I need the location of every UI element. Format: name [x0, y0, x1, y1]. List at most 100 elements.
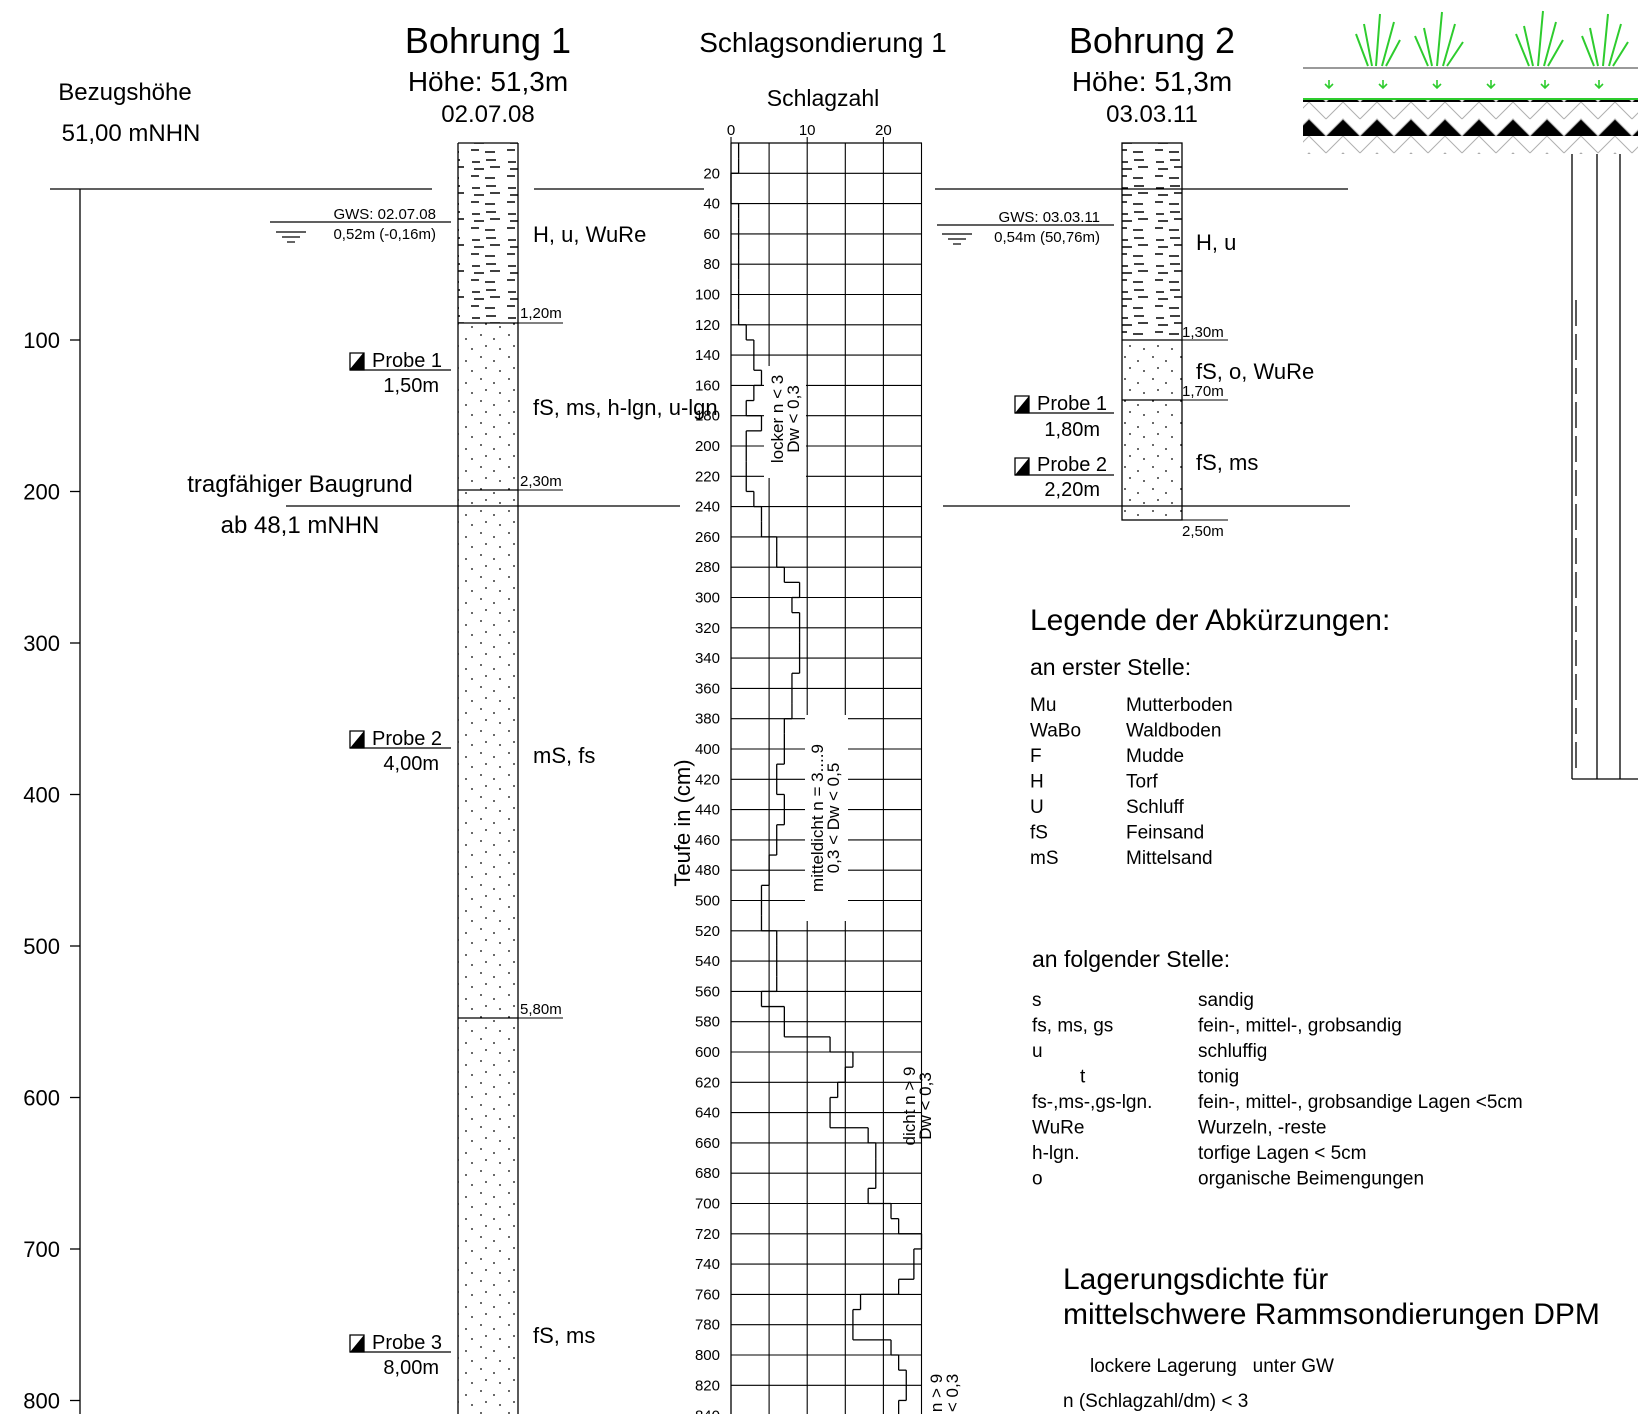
sondierung-y-tick-label: 120 — [695, 317, 720, 334]
legend-first-heading: an erster Stelle: — [1030, 654, 1191, 680]
legend-first-text: Schluff — [1126, 797, 1184, 818]
zone-mitteldicht-line1: mitteldicht n = 3....9 — [808, 744, 827, 892]
legend-first-abbr: WaBo — [1030, 721, 1081, 742]
sondierung-y-tick-label: 220 — [695, 468, 720, 485]
sondierung-y-tick-label: 680 — [695, 1165, 720, 1182]
zone-mitteldicht: mitteldicht n = 3....9 0,3 < Dw < 0,5 — [805, 715, 848, 921]
legend-first-text: Feinsand — [1126, 823, 1204, 844]
sondierung-y-tick-label: 800 — [695, 1347, 720, 1364]
sondierung-y-tick-label: 580 — [695, 1014, 720, 1031]
sondierung-y-tick-label: 700 — [695, 1196, 720, 1213]
legend-following-text: Wurzeln, -reste — [1198, 1118, 1326, 1139]
legend-following-abbr: WuRe — [1032, 1118, 1084, 1139]
bohrung2-date: 03.03.11 — [1106, 101, 1198, 128]
bohrung1-layer-4: fS, ms — [533, 1323, 595, 1348]
legend-first-abbr: fS — [1030, 823, 1048, 844]
sondierung-y-tick-label: 240 — [695, 499, 720, 516]
legend-first-text: Mudde — [1126, 746, 1184, 767]
bohrung1-sample-3: Probe 3 8,00m — [349, 1332, 451, 1379]
sondierung-x-tick-label: 10 — [799, 122, 816, 139]
lagerung-title2: mittelschwere Rammsondierungen DPM — [1063, 1298, 1600, 1331]
bohrung2-depth-1: 1,30m — [1182, 324, 1224, 341]
legend-title: Legende der Abkürzungen: — [1030, 604, 1390, 637]
scale-tick-label: 600 — [23, 1086, 60, 1111]
lagerung-crit: n (Schlagzahl/dm) < 3 — [1063, 1391, 1248, 1412]
sondierung-y-tick-label: 360 — [695, 680, 720, 697]
legend-first-abbr: H — [1030, 772, 1044, 793]
bohrung2-gws-label: GWS: 03.03.11 — [999, 209, 1100, 226]
bezug-title: Bezugshöhe — [58, 79, 191, 106]
bohrung1-sample-3-depth: 8,00m — [383, 1357, 439, 1379]
legend-following-heading: an folgender Stelle: — [1032, 946, 1230, 972]
legend-first-abbr: mS — [1030, 848, 1059, 869]
sondierung-y-tick-label: 780 — [695, 1317, 720, 1334]
legend-first-abbr: Mu — [1030, 695, 1056, 716]
scale-tick-label: 500 — [23, 934, 60, 959]
bohrung1-hoehe: Höhe: 51,3m — [408, 66, 568, 97]
legend-following-text: tonig — [1198, 1067, 1239, 1088]
scale-tick-label: 300 — [23, 631, 60, 656]
sondierung-title: Schlagsondierung 1 — [699, 27, 947, 58]
sondierung-y-tick-label: 760 — [695, 1286, 720, 1303]
sondierung-y-tick-label: 340 — [695, 650, 720, 667]
sondierung-y-tick-label: 540 — [695, 953, 720, 970]
sondierung-y-label: Teufe in (cm) — [670, 759, 695, 886]
zone-dicht-2-line1: n > 9 — [927, 1374, 946, 1412]
zone-mitteldicht-line2: 0,3 < Dw < 0,5 — [824, 763, 843, 874]
sondierung-y-tick-label: 60 — [703, 226, 720, 243]
sondierung-y-tick-label: 180 — [695, 408, 720, 425]
legend-following-text: schluffig — [1198, 1041, 1267, 1062]
bohrung2-sample-1: Probe 1 1,80m — [1014, 393, 1114, 441]
zone-locker: locker n < 3 Dw < 0,3 — [764, 366, 806, 478]
sondierung-y-tick-label: 260 — [695, 529, 720, 546]
bohrung1-sample-2-name: Probe 2 — [372, 728, 442, 750]
sondierung-y-tick-label: 300 — [695, 590, 720, 607]
bohrung1-title: Bohrung 1 — [405, 20, 571, 61]
legend-first-text: Waldboden — [1126, 721, 1221, 742]
bohrung1-depth-2: 2,30m — [520, 473, 562, 490]
sondierung-y-tick-label: 80 — [703, 256, 720, 273]
sondierung-y-tick-label: 420 — [695, 771, 720, 788]
legend-first-abbr: U — [1030, 797, 1044, 818]
bohrung2-sample-2-name: Probe 2 — [1037, 454, 1107, 476]
sondierung-y-tick-label: 400 — [695, 741, 720, 758]
legend-first-text: Mutterboden — [1126, 695, 1233, 716]
sondierung-y-tick-label: 40 — [703, 196, 720, 213]
sondierung-y-tick-label: 440 — [695, 802, 720, 819]
bezug-value: 51,00 mNHN — [62, 120, 201, 147]
sondierung-y-tick-label: 560 — [695, 983, 720, 1000]
sondierung-y-tick-label: 500 — [695, 893, 720, 910]
legend-following-abbr: u — [1032, 1041, 1043, 1062]
sondierung-y-tick-label: 620 — [695, 1074, 720, 1091]
legend-following-abbr: t — [1080, 1067, 1086, 1088]
scale-tick-label: 400 — [23, 783, 60, 808]
bohrung2-title: Bohrung 2 — [1069, 20, 1235, 61]
baugrund-line1: tragfähiger Baugrund — [187, 471, 413, 498]
sondierung-x-tick-label: 0 — [727, 122, 735, 139]
bohrung2-gws-value: 0,54m (50,76m) — [994, 229, 1100, 246]
sondierung-y-tick-label: 820 — [695, 1377, 720, 1394]
bohrung2-layer-3: fS, ms — [1196, 450, 1258, 475]
bohrung1-depth-3: 5,80m — [520, 1001, 562, 1018]
bohrung1-layer-1: H, u, WuRe — [533, 222, 646, 247]
bohrung2-column — [1121, 142, 1183, 521]
scale-tick-label: 700 — [23, 1237, 60, 1262]
legend-following-abbr: fs, ms, gs — [1032, 1016, 1113, 1037]
legend-following-text: organische Beimengungen — [1198, 1169, 1424, 1190]
sondierung-y-tick-label: 20 — [703, 165, 720, 182]
bohrung2-depth-2: 1,70m — [1182, 383, 1224, 400]
sondierung-y-tick-label: 600 — [695, 1044, 720, 1061]
scale-tick-label: 800 — [23, 1389, 60, 1414]
legend-following-text: fein-, mittel-, grobsandige Lagen <5cm — [1198, 1092, 1523, 1113]
zone-dicht: dicht n > 9 Dw < 0,3 — [900, 1067, 935, 1146]
legend-following-text: torfige Lagen < 5cm — [1198, 1143, 1366, 1164]
zone-dicht-2: n > 9 < 0,3 — [927, 1374, 962, 1412]
bohrung2-layer-1: H, u — [1196, 230, 1236, 255]
sondierung-y-tick-label: 720 — [695, 1226, 720, 1243]
bohrung1-water-level-icon — [276, 231, 306, 243]
bohrung1-sample-3-name: Probe 3 — [372, 1332, 442, 1354]
